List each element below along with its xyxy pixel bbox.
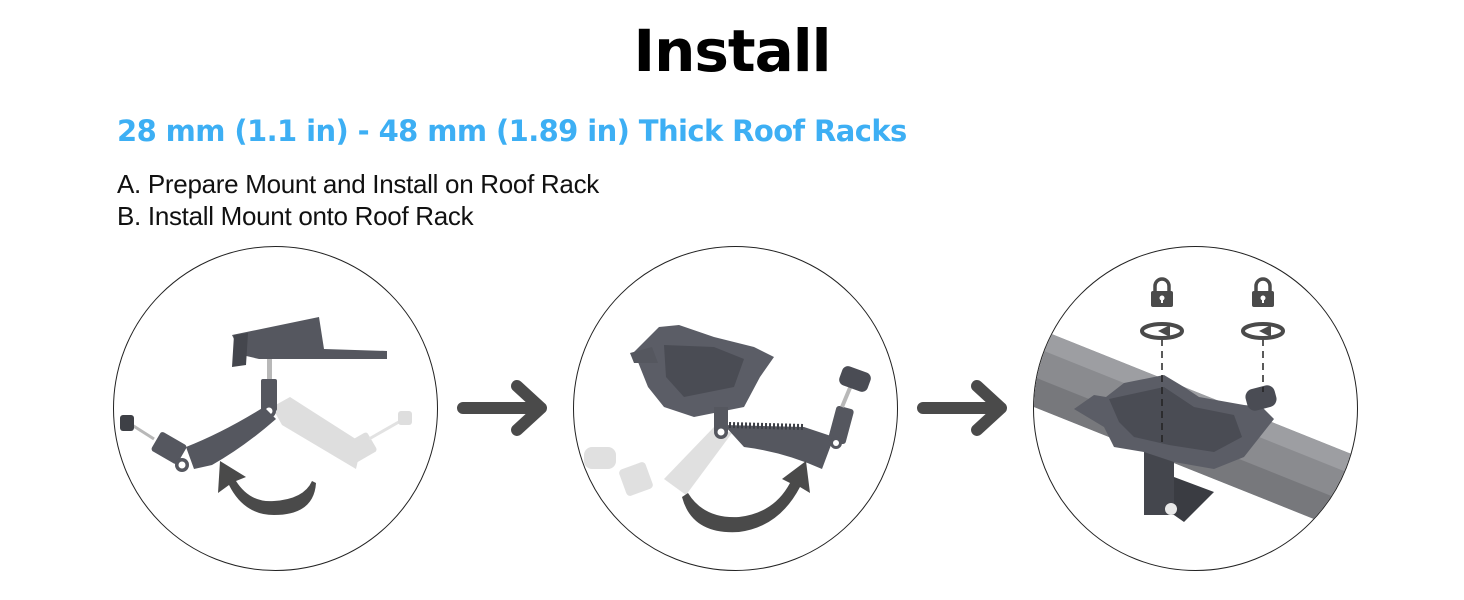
illustration-step-2 (573, 246, 898, 571)
rotate-icon (1241, 322, 1285, 340)
step-b-label: B. Install Mount onto Roof Rack (117, 201, 474, 231)
step-a-label: A. Prepare Mount and Install on Roof Rac… (117, 169, 599, 199)
mount-on-rack-illustration (1034, 277, 1357, 537)
illustration-step-1 (113, 246, 438, 571)
mount-folded-illustration (120, 317, 412, 515)
steps-list: A. Prepare Mount and Install on Roof Rac… (117, 168, 599, 232)
lock-icon (1151, 277, 1173, 307)
right-arrow-icon (917, 380, 1007, 436)
right-arrow-icon (457, 380, 547, 436)
illustration-step-3 (1033, 246, 1358, 571)
curved-arrow-icon (218, 461, 316, 515)
page-subtitle: 28 mm (1.1 in) - 48 mm (1.89 in) Thick R… (117, 114, 907, 148)
page-title: Install (633, 17, 831, 85)
lock-icon (1252, 277, 1274, 307)
rotate-icon (1140, 322, 1184, 340)
mount-arm-raised-illustration (584, 325, 871, 533)
curved-arrow-icon (682, 461, 810, 533)
